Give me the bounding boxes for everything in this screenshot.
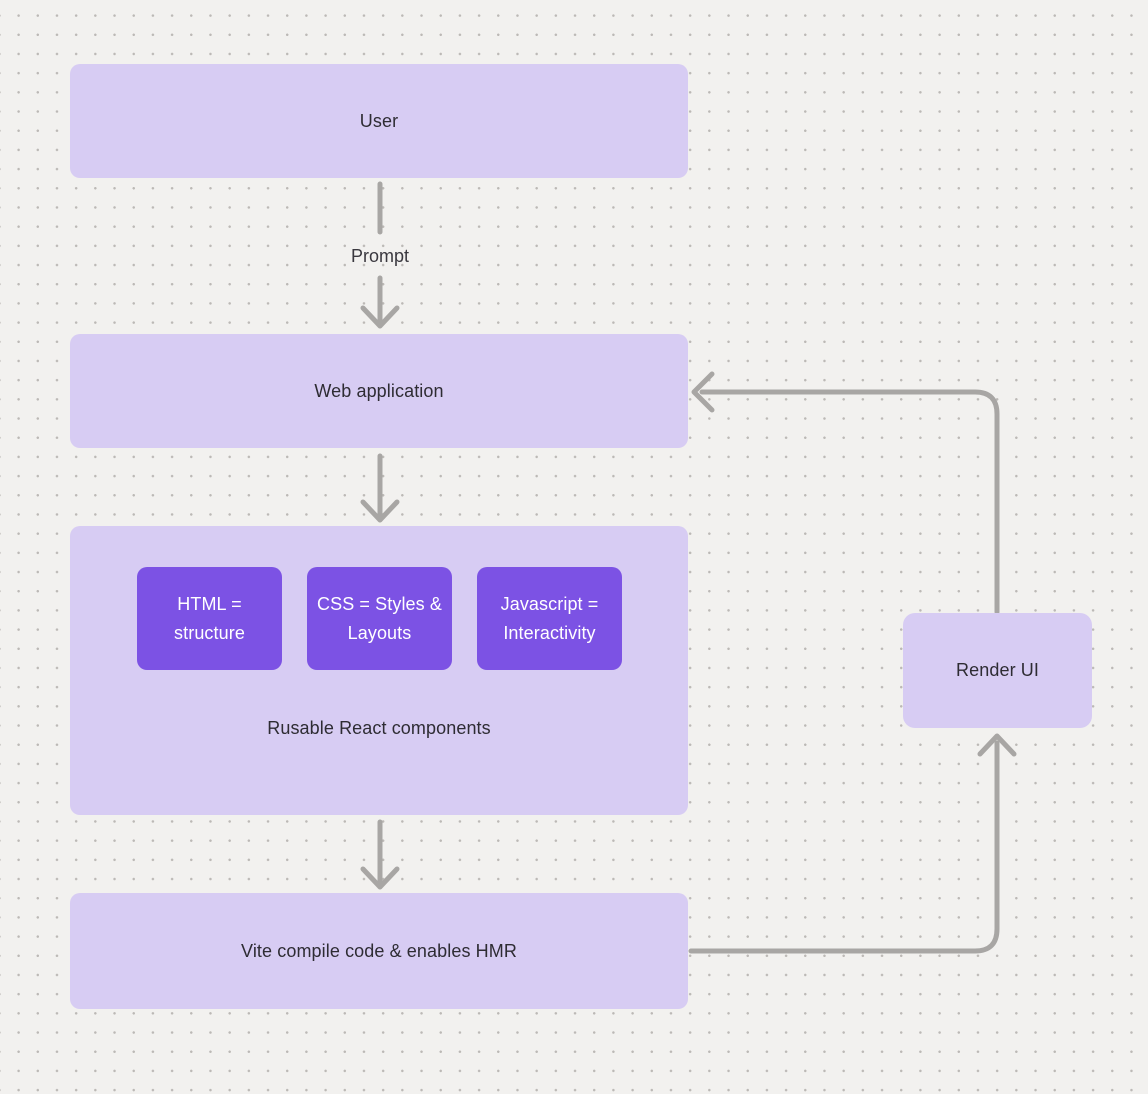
node-vite-label: Vite compile code & enables HMR <box>241 940 517 961</box>
node-user: User <box>70 64 688 178</box>
node-vite: Vite compile code & enables HMR <box>70 893 688 1009</box>
node-web-application: Web application <box>70 334 688 448</box>
chip-javascript: Javascript = Interactivity <box>477 567 622 670</box>
chip-javascript-label: Javascript = Interactivity <box>500 593 599 643</box>
node-components-group: HTML = structure CSS = Styles & Layouts … <box>70 526 688 815</box>
node-web-application-label: Web application <box>314 380 444 401</box>
chip-html: HTML = structure <box>137 567 282 670</box>
arrowhead-up-render-ui <box>977 733 1017 757</box>
edge-vite-render-ui <box>688 740 1000 954</box>
arrowhead-down-components <box>360 499 400 523</box>
chip-css: CSS = Styles & Layouts <box>307 567 452 670</box>
edge-label-prompt: Prompt <box>350 246 410 266</box>
components-group-label: Rusable React components <box>267 718 491 738</box>
chip-css-label: CSS = Styles & Layouts <box>317 593 442 643</box>
arrowhead-down-web-application <box>360 305 400 329</box>
node-user-label: User <box>359 110 399 131</box>
edge-render-ui-web-application <box>699 389 1000 615</box>
arrowhead-down-vite <box>360 866 400 890</box>
node-render-ui-label: Render UI <box>956 660 1039 680</box>
arrowhead-left-web-application <box>691 371 715 413</box>
node-render-ui: Render UI <box>903 613 1092 728</box>
chip-html-label: HTML = structure <box>174 593 245 643</box>
